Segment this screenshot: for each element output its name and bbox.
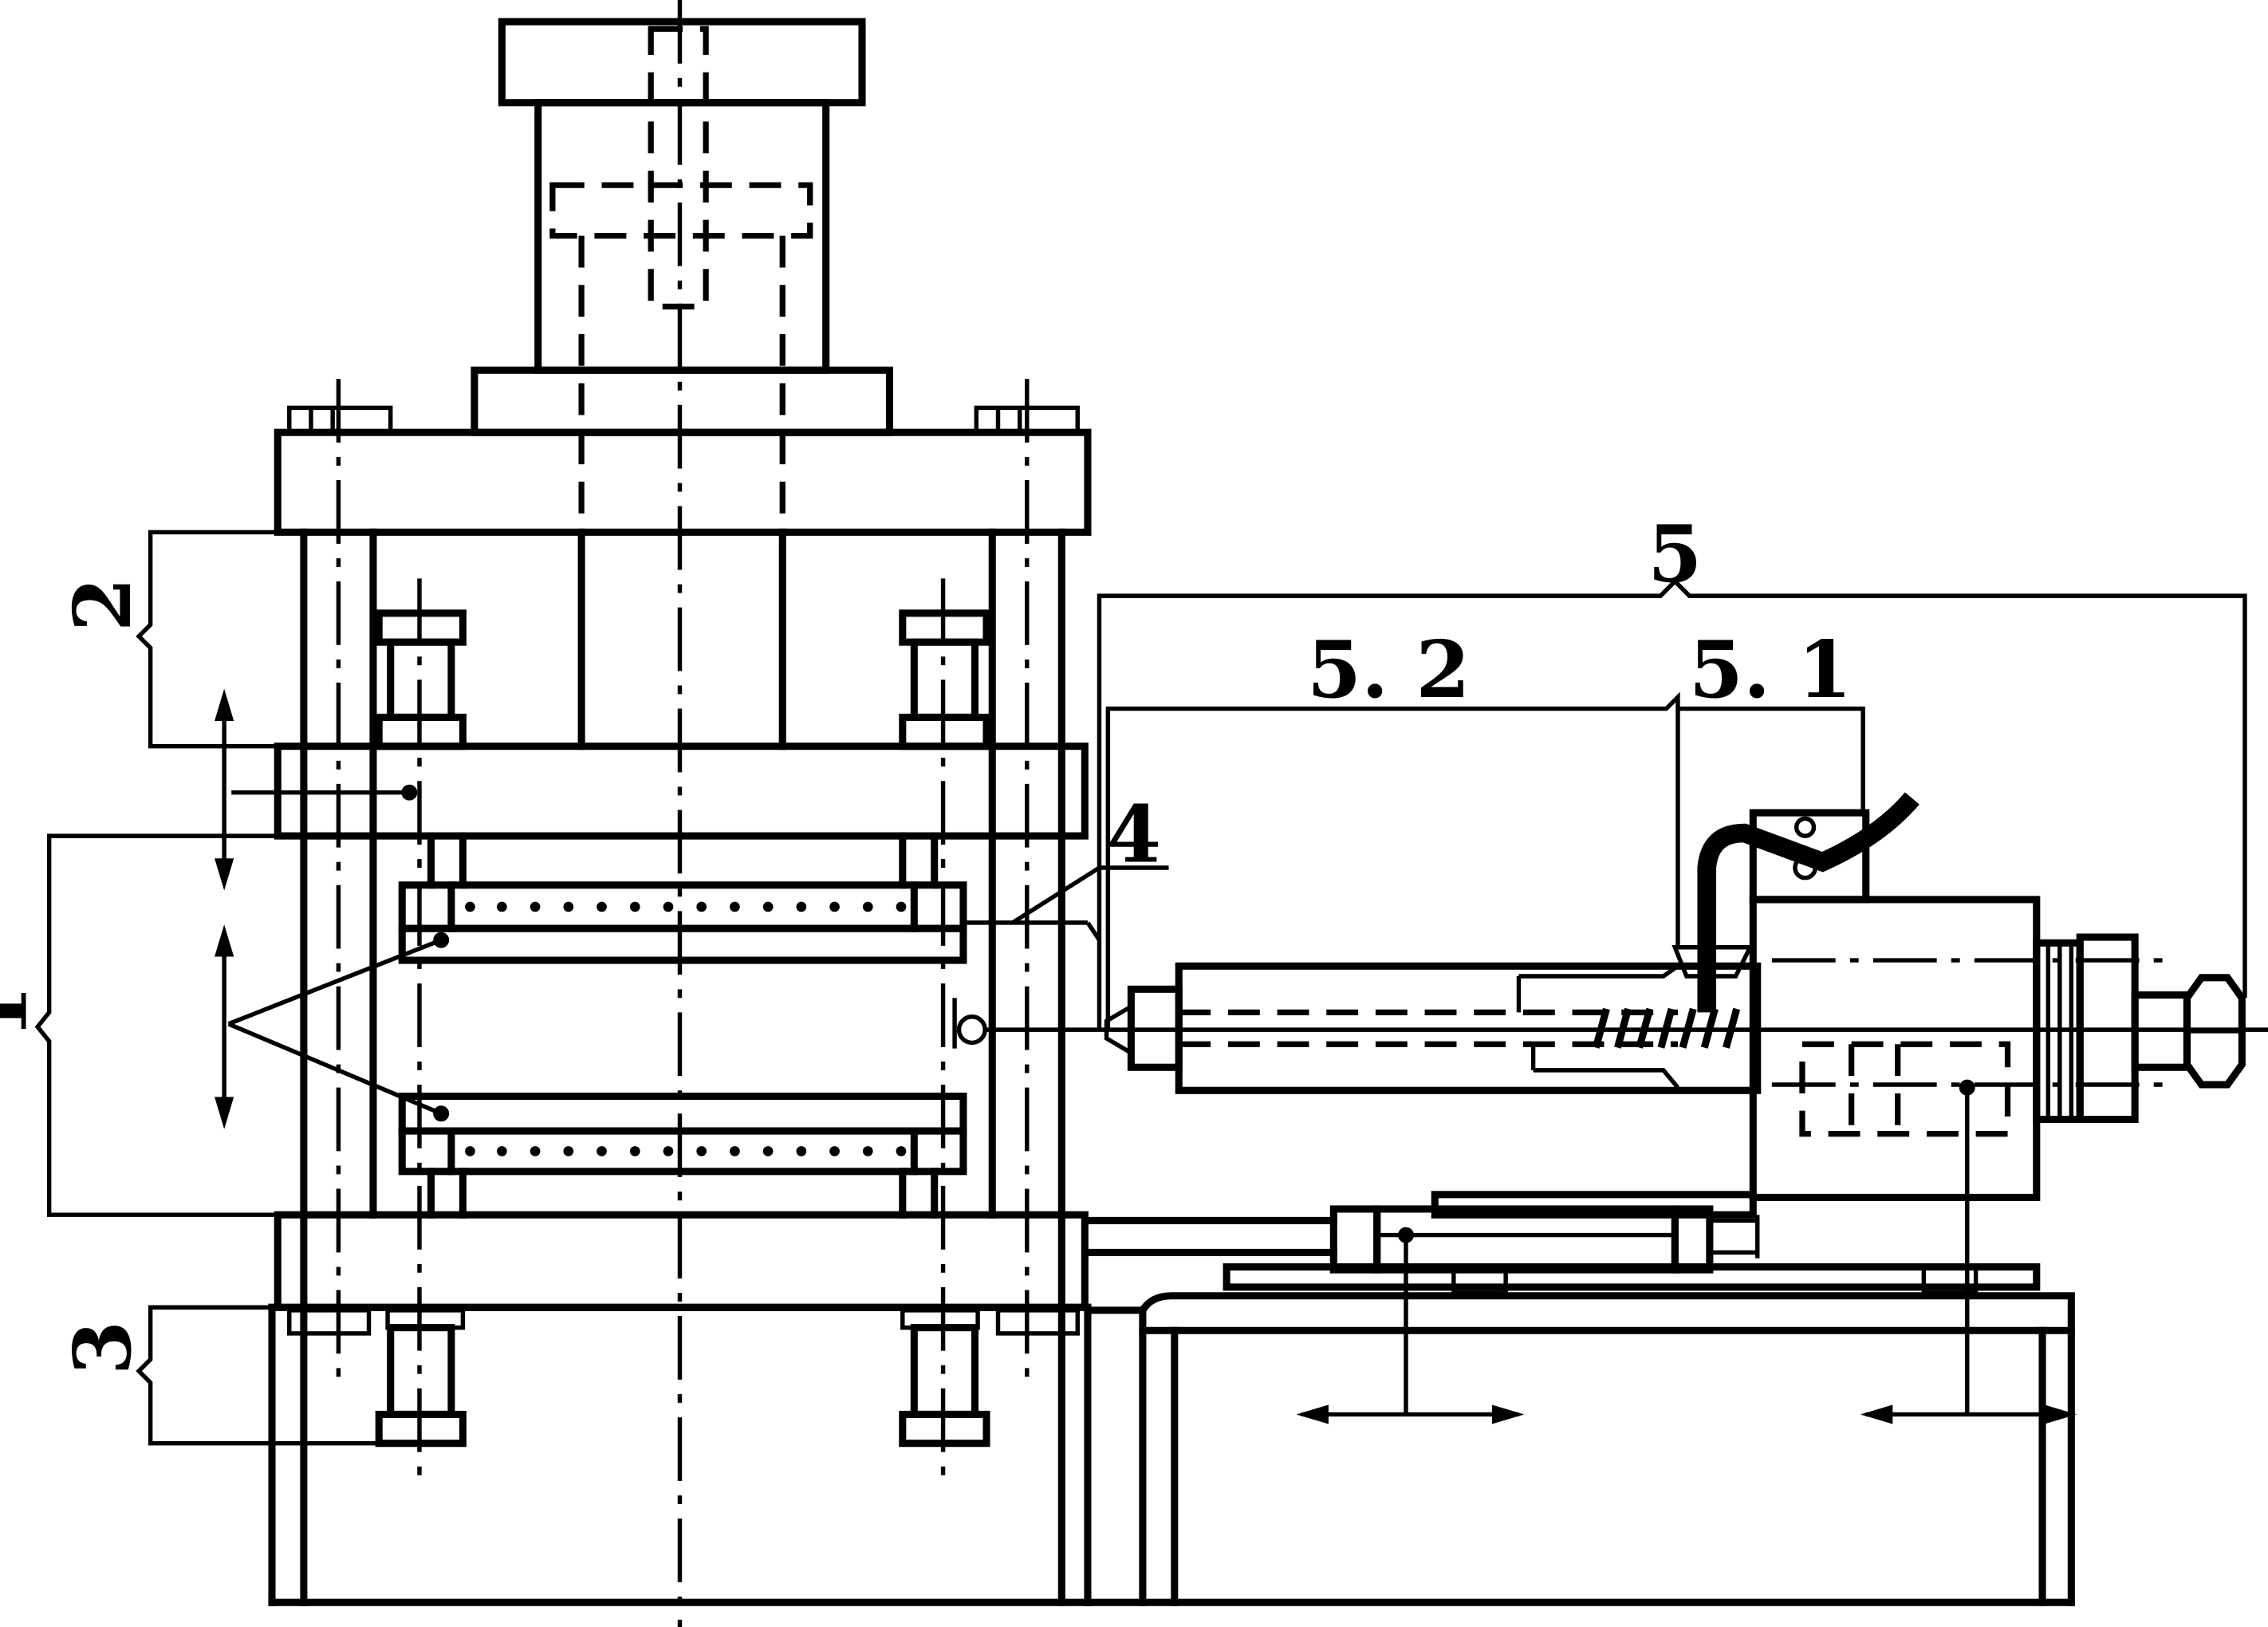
label-2: 2: [57, 577, 149, 632]
feed-hopper: [1671, 792, 1920, 1013]
label-1: 1: [0, 985, 45, 1039]
label-4: 4: [1107, 790, 1161, 881]
label-5-2: 5. 2: [1307, 624, 1470, 716]
columns: [300, 528, 1065, 1606]
vertical-arrows: [215, 688, 234, 1129]
label-5: 5: [1648, 509, 1702, 601]
top-plate: [274, 405, 1092, 536]
brace-1: [34, 833, 278, 1217]
brace-3: [136, 1305, 380, 1446]
center-lines: [336, 0, 1030, 1627]
lower-heating-holes: [465, 1146, 907, 1156]
labels: 2 1 3 4 5 5. 2 5. 1: [0, 509, 1852, 1375]
lower-guide-posts: [375, 1324, 990, 1448]
platen-leaders: [227, 932, 450, 1122]
drive-housing: [1749, 896, 2246, 1201]
side-base: [1084, 1292, 2075, 1606]
horizontal-arrows: [1296, 1079, 2077, 1424]
label-3: 3: [57, 1321, 149, 1375]
upper-heating-holes: [465, 901, 907, 912]
carriage-cylinder: [1084, 1191, 1760, 1274]
upper-guide-posts: [375, 609, 990, 750]
top-cylinder: [471, 18, 894, 747]
brace-2: [136, 530, 278, 749]
lower-platen: [398, 1092, 967, 1219]
brace-5-1: [1677, 706, 1865, 814]
upper-platen: [398, 832, 967, 964]
brace-5-2: [1105, 691, 1680, 1030]
screw-flights: [1592, 1007, 1741, 1049]
brace-5: [1097, 578, 2247, 1030]
label-5-1: 5. 1: [1689, 624, 1852, 716]
moving-plate: [231, 743, 1089, 840]
